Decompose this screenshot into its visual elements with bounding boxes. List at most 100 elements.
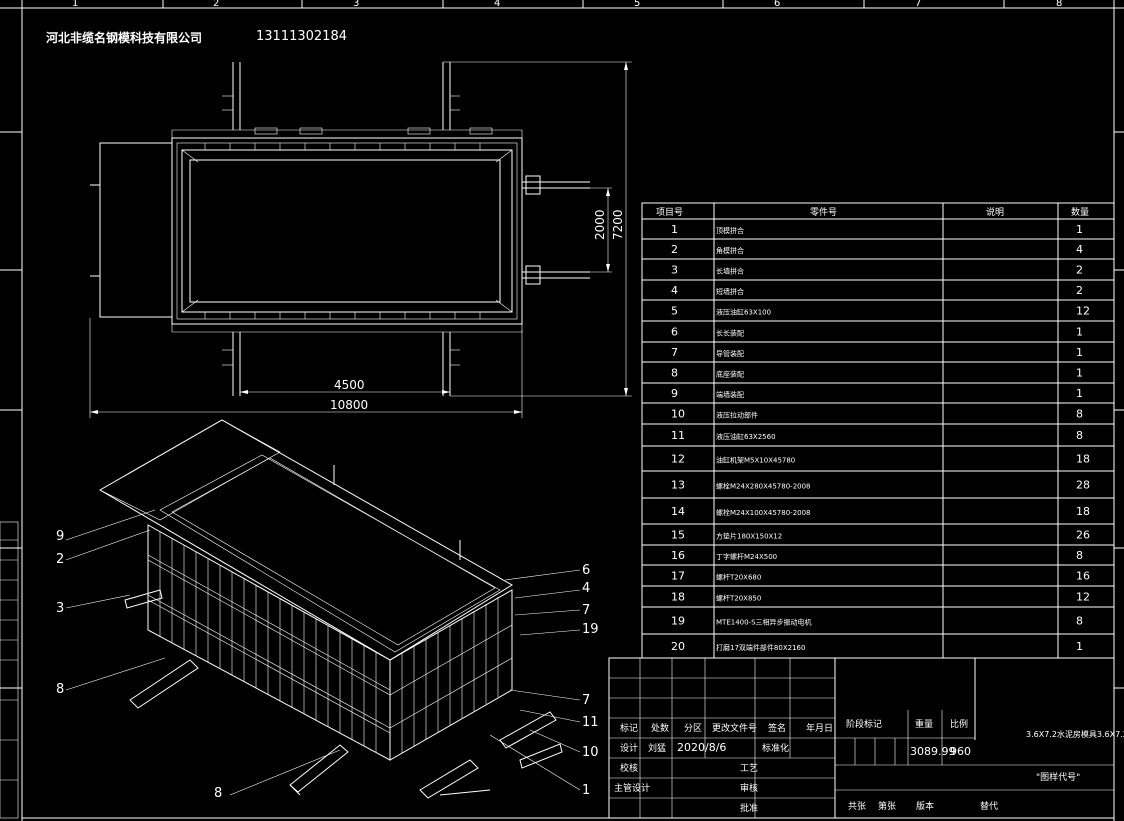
tb-stage-label: 阶段标记 <box>846 718 882 730</box>
tb-mark-label: 标记 <box>620 722 638 734</box>
callout-8-left: 8 <box>56 682 64 697</box>
row-no: 19 <box>671 615 685 628</box>
row-name: 底座装配 <box>716 370 744 379</box>
row-qty: 8 <box>1076 429 1083 442</box>
row-qty: 12 <box>1076 591 1090 604</box>
row-no: 9 <box>671 387 678 400</box>
row-no: 10 <box>671 408 685 421</box>
row-qty: 18 <box>1076 505 1090 518</box>
tb-sheet-total: 共张 <box>848 801 866 812</box>
tb-check-label: 校核 <box>620 762 638 774</box>
row-qty: 8 <box>1076 549 1083 562</box>
zone-number: 8 <box>1056 0 1062 9</box>
row-name: 长墙拼合 <box>716 267 744 276</box>
header-qty: 数量 <box>1071 206 1089 218</box>
tb-zone-label: 分区 <box>684 723 702 734</box>
callout-7-top: 7 <box>582 603 590 618</box>
row-no: 7 <box>671 346 678 359</box>
title-block: 标记 处数 分区 更改文件号 签名 年月日 设计 刘猛 标准化 校核 工艺 主管… <box>608 657 1124 819</box>
callout-4: 4 <box>582 581 590 596</box>
dim-2000: 2000 <box>593 209 607 240</box>
row-no: 18 <box>671 591 685 604</box>
row-name: 丁字螺杆M24X500 <box>716 552 777 561</box>
row-name: 螺栓M24X280X45780-2008 <box>716 482 811 491</box>
dim-10800: 10800 <box>330 398 368 412</box>
tb-scale-value: 960 <box>950 745 971 758</box>
row-no: 8 <box>671 367 678 380</box>
iso-view <box>99 419 563 799</box>
row-name: 液压拉动部件 <box>716 411 758 420</box>
callout-1: 1 <box>582 783 590 798</box>
callout-7-bottom: 7 <box>582 693 590 708</box>
callout-11: 11 <box>582 715 599 730</box>
tb-replace-label: 替代 <box>980 800 998 812</box>
row-name: 打磨17双端件部件80X2160 <box>716 643 805 652</box>
tb-scale-label: 比例 <box>950 718 968 730</box>
callout-8-bottom: 8 <box>214 786 222 801</box>
row-name: 方垫片180X150X12 <box>716 532 782 541</box>
row-no: 15 <box>671 529 685 542</box>
zone-number: 3 <box>353 0 359 9</box>
tb-design-date: 2020/8/6 <box>677 741 726 754</box>
frame-top-numbers: 1 2 3 4 5 6 7 8 <box>72 0 1062 9</box>
row-qty: 1 <box>1076 346 1083 359</box>
header-no: 项目号 <box>656 207 683 218</box>
tb-design-label: 设计 <box>620 742 638 754</box>
row-qty: 1 <box>1076 367 1083 380</box>
tb-version-label: 版本 <box>916 800 934 812</box>
zone-number: 4 <box>494 0 500 9</box>
callout-6: 6 <box>582 563 590 578</box>
row-no: 13 <box>671 479 685 492</box>
row-qty: 26 <box>1076 529 1090 542</box>
row-name: 短墙拼合 <box>716 287 744 296</box>
tb-review-label: 审核 <box>740 782 758 794</box>
callouts <box>65 509 581 796</box>
row-name: 顶模拼合 <box>716 226 744 235</box>
callout-3: 3 <box>56 601 64 616</box>
callout-10: 10 <box>582 745 599 760</box>
callout-2: 2 <box>56 552 64 567</box>
callout-19: 19 <box>582 622 599 637</box>
row-no: 5 <box>671 305 678 318</box>
row-name: 液压油缸63X2560 <box>716 432 776 441</box>
row-no: 6 <box>671 326 678 339</box>
row-no: 12 <box>671 453 685 466</box>
zone-number: 6 <box>774 0 780 9</box>
row-no: 17 <box>671 570 685 583</box>
tb-sign-label: 签名 <box>768 722 786 734</box>
row-name: 角模拼合 <box>716 246 744 255</box>
table-row: 8 底座装配 1 <box>671 367 1083 380</box>
zone-number: 2 <box>213 0 219 9</box>
zone-number: 1 <box>72 0 78 9</box>
dim-4500: 4500 <box>334 378 365 392</box>
row-qty: 16 <box>1076 570 1090 583</box>
row-qty: 18 <box>1076 453 1090 466</box>
dim-7200: 7200 <box>611 209 625 240</box>
tb-chief-label: 主管设计 <box>614 782 650 794</box>
tb-count-label: 处数 <box>651 722 669 734</box>
row-name: 端墙装配 <box>716 390 744 399</box>
tb-standard-label: 标准化 <box>762 742 789 754</box>
tb-date-label: 年月日 <box>806 722 833 734</box>
row-qty: 12 <box>1076 305 1090 318</box>
header-name: 零件号 <box>810 206 837 218</box>
tb-design-name: 刘猛 <box>648 742 666 754</box>
plan-view: 4500 10800 2000 7200 <box>89 61 632 418</box>
zone-number: 5 <box>634 0 640 9</box>
header-note: 说明 <box>986 206 1004 218</box>
callout-labels: 9 2 3 8 6 4 7 19 7 11 10 1 8 <box>56 529 599 801</box>
row-qty: 2 <box>1076 264 1083 277</box>
